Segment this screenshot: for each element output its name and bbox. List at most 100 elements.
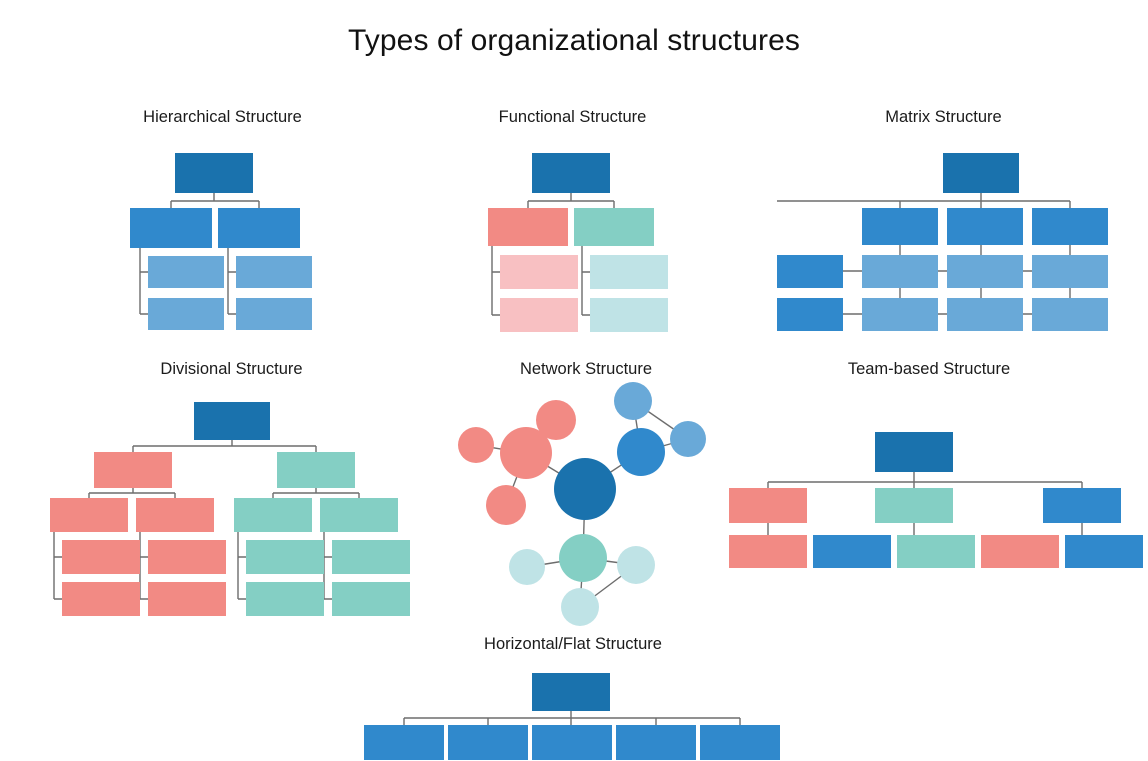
node-network-salmon-n1[interactable] — [458, 427, 494, 463]
node-divisional-div-b-2-1[interactable] — [332, 540, 410, 574]
node-network-blue-n2[interactable] — [670, 421, 706, 457]
node-functional-level2-b[interactable] — [574, 208, 654, 246]
node-matrix-col3-hd[interactable] — [1032, 208, 1108, 245]
node-network-salmon-n3[interactable] — [486, 485, 526, 525]
node-divisional-div-a-1-1[interactable] — [62, 540, 140, 574]
panel-matrix: Matrix Structure — [777, 108, 1110, 338]
connector — [767, 523, 1083, 535]
panel-functional: Functional Structure — [470, 108, 675, 338]
node-matrix-cell-2-3[interactable] — [1032, 298, 1108, 331]
node-matrix-cell-2-2[interactable] — [947, 298, 1023, 331]
node-functional-level2-a[interactable] — [488, 208, 568, 246]
connector — [777, 193, 1070, 202]
panel-hierarchical: Hierarchical Structure — [120, 108, 325, 338]
connector — [323, 532, 332, 600]
node-hierarchical-level3-b2[interactable] — [236, 298, 312, 330]
panel-title-network: Network Structure — [519, 360, 653, 378]
node-matrix-cell-1-2[interactable] — [947, 255, 1023, 288]
node-horizontal-flat-peer-5[interactable] — [700, 725, 780, 760]
panel-divisional: Divisional Structure — [44, 360, 419, 620]
node-horizontal-flat-peer-4[interactable] — [616, 725, 696, 760]
node-team-based-unit-1[interactable] — [729, 535, 807, 568]
node-matrix-col2-hd[interactable] — [947, 208, 1023, 245]
connector — [139, 532, 148, 600]
connector — [899, 288, 1071, 298]
node-network-salmon-n2[interactable] — [536, 400, 576, 440]
node-divisional-div-a-2[interactable] — [136, 498, 214, 532]
node-horizontal-flat-root[interactable] — [532, 673, 610, 711]
connector — [527, 193, 615, 208]
connector — [53, 532, 62, 600]
connector — [139, 248, 148, 315]
connector — [581, 246, 590, 316]
node-team-based-unit-3[interactable] — [897, 535, 975, 568]
node-divisional-div-a-1[interactable] — [50, 498, 128, 532]
connector — [170, 193, 260, 208]
node-network-blue-n1[interactable] — [614, 382, 652, 420]
connector — [403, 718, 741, 725]
connector — [404, 711, 740, 719]
connector — [132, 440, 317, 452]
node-divisional-root[interactable] — [194, 402, 270, 440]
node-network-teal-n3[interactable] — [561, 588, 599, 626]
node-matrix-cell-2-1[interactable] — [862, 298, 938, 331]
node-horizontal-flat-peer-2[interactable] — [448, 725, 528, 760]
node-team-based-root[interactable] — [875, 432, 953, 472]
node-divisional-div-a-1-2[interactable] — [62, 582, 140, 616]
node-team-based-unit-2[interactable] — [813, 535, 891, 568]
node-matrix-cell-1-1[interactable] — [862, 255, 938, 288]
node-divisional-div-a-2-2[interactable] — [148, 582, 226, 616]
panel-title-divisional: Divisional Structure — [160, 360, 303, 378]
panel-title-horizontal-flat: Horizontal/Flat Structure — [484, 635, 662, 653]
node-team-based-team-b[interactable] — [875, 488, 953, 523]
node-divisional-div-a-2-1[interactable] — [148, 540, 226, 574]
node-hierarchical-level3-b1[interactable] — [236, 256, 312, 288]
node-functional-root[interactable] — [532, 153, 610, 193]
node-matrix-cell-1-3[interactable] — [1032, 255, 1108, 288]
node-hierarchical-level3-a2[interactable] — [148, 298, 224, 330]
connector — [767, 472, 1083, 488]
node-divisional-div-b-1-2[interactable] — [246, 582, 324, 616]
node-divisional-div-b[interactable] — [277, 452, 355, 488]
node-hierarchical-root[interactable] — [175, 153, 253, 193]
connector — [227, 248, 236, 315]
node-network-teal-hub[interactable] — [559, 534, 607, 582]
node-network-blue-hub[interactable] — [617, 428, 665, 476]
node-team-based-unit-4[interactable] — [981, 535, 1059, 568]
connector — [899, 201, 1071, 208]
panel-title-hierarchical: Hierarchical Structure — [143, 108, 302, 126]
node-horizontal-flat-peer-1[interactable] — [364, 725, 444, 760]
node-matrix-col1-hd[interactable] — [862, 208, 938, 245]
node-hierarchical-level2-b[interactable] — [218, 208, 300, 248]
node-network-hub[interactable] — [554, 458, 616, 520]
node-team-based-team-a[interactable] — [729, 488, 807, 523]
node-matrix-row1-hd[interactable] — [777, 255, 843, 288]
connector — [237, 532, 246, 600]
node-functional-level3-a2[interactable] — [500, 298, 578, 332]
node-functional-level3-b1[interactable] — [590, 255, 668, 289]
node-network-teal-n1[interactable] — [509, 549, 545, 585]
node-team-based-team-c[interactable] — [1043, 488, 1121, 523]
node-matrix-row2-hd[interactable] — [777, 298, 843, 331]
node-divisional-div-b-1-1[interactable] — [246, 540, 324, 574]
node-team-based-unit-5[interactable] — [1065, 535, 1143, 568]
node-hierarchical-level3-a1[interactable] — [148, 256, 224, 288]
node-functional-level3-b2[interactable] — [590, 298, 668, 332]
connector — [88, 488, 176, 498]
page-title: Types of organizational structures — [348, 24, 800, 57]
node-network-teal-n2[interactable] — [617, 546, 655, 584]
node-matrix-root[interactable] — [943, 153, 1019, 193]
connector — [491, 246, 500, 316]
diagram-divisional — [44, 360, 419, 620]
node-divisional-div-b-2[interactable] — [320, 498, 398, 532]
diagram-team-based — [713, 360, 1145, 585]
node-divisional-div-b-2-2[interactable] — [332, 582, 410, 616]
node-divisional-div-a[interactable] — [94, 452, 172, 488]
node-hierarchical-level2-a[interactable] — [130, 208, 212, 248]
node-horizontal-flat-peer-3[interactable] — [532, 725, 612, 760]
diagram-network — [441, 360, 731, 626]
node-divisional-div-b-1[interactable] — [234, 498, 312, 532]
panel-title-functional: Functional Structure — [498, 108, 647, 126]
node-functional-level3-a1[interactable] — [500, 255, 578, 289]
